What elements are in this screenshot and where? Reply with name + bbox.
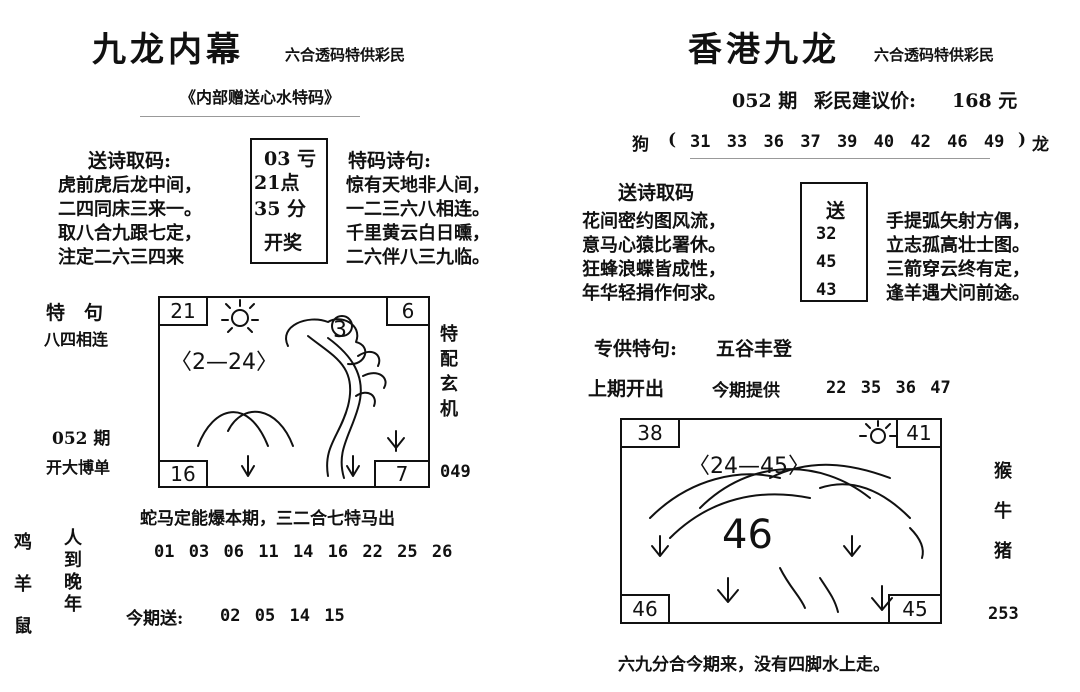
left-drawing-sketch [197, 299, 405, 479]
left-today-label: 今期送: [126, 609, 184, 629]
poem-line: 逢羊遇犬问前途。 [886, 283, 1030, 304]
right-drawing-number: 46 [722, 512, 773, 558]
left-subtitle: 《内部赠送心水特码》 [180, 88, 341, 107]
drawing-corner-number: 16 [158, 460, 208, 488]
poem-line: 手提弧矢射方偶， [886, 211, 1030, 232]
left-today-numbers: 02 05 14 15 [220, 606, 345, 626]
poem-line: 年华轻捐作何求。 [582, 283, 726, 304]
right-send-box [800, 182, 868, 302]
left-drawing-frame [158, 296, 430, 488]
left-title: 九龙内幕 [92, 30, 244, 70]
draw-time-line: 开奖 [264, 232, 303, 254]
left-zodiac-column: 鸡 羊 鼠 [14, 532, 32, 637]
drawing-corner-number: 6 [386, 296, 430, 326]
right-special-text: 五谷丰登 [716, 338, 793, 360]
dog-paren-open: ( [668, 130, 677, 150]
drawing-corner-number: 38 [620, 418, 680, 448]
poem-line: 狂蜂浪蝶皆成性， [582, 259, 726, 280]
dog-paren-close: ) [1018, 130, 1027, 150]
right-price: 168 元 [952, 90, 1018, 112]
left-special-poem: 惊有天地非人间， 一二三六八相连。 千里黄云白日曛， 二六伴八三九临。 [346, 174, 490, 270]
left-saying-column: 人 到 晚 年 [64, 528, 82, 615]
left-special-label: 特 句 [46, 302, 104, 324]
left-special-text: 八四相连 [44, 330, 109, 349]
right-title: 香港九龙 [688, 30, 840, 70]
right-bottom-line: 六九分合今期来，没有四脚水上走。 [618, 655, 890, 675]
poem-line: 虎前虎后龙中间， [58, 175, 202, 196]
poem-line: 三箭穿云终有定， [886, 259, 1030, 280]
right-side-zodiac: 猴 牛 猪 [994, 461, 1012, 562]
send-box-line: 32 [816, 224, 837, 244]
left-send-poem: 虎前虎后龙中间， 二四同床三来一。 取八合九跟七定， 注定二六三四来 [58, 174, 202, 270]
left-drawing-range: 〈2—24〉 [170, 350, 278, 375]
right-issue: 052 期 [732, 90, 798, 112]
draw-time-box [250, 138, 328, 264]
right-divider [690, 158, 990, 159]
right-tagline: 六合透码特供彩民 [874, 46, 995, 64]
right-poem-right: 手提弧矢射方偶， 立志孤高壮士图。 三箭穿云终有定， 逢羊遇犬问前途。 [886, 210, 1030, 306]
dog-number-list: 31 33 36 37 39 40 42 46 49 [690, 132, 1005, 152]
right-poem-left: 花间密约图风流， 意马心猿比署休。 狂蜂浪蝶皆成性， 年华轻捐作何求。 [582, 210, 726, 306]
offer-label: 今期提供 [712, 381, 780, 401]
left-poem-label: 特码诗句: [348, 150, 432, 172]
left-divider [140, 116, 360, 117]
left-tagline: 六合透码特供彩民 [285, 46, 406, 64]
poem-line: 二四同床三来一。 [58, 199, 202, 220]
send-box-line: 43 [816, 280, 837, 300]
left-code: 049 [440, 462, 471, 482]
draw-time-line: 03 亏 [264, 148, 317, 170]
send-box-line: 45 [816, 252, 837, 272]
dog-label: 狗 [632, 135, 649, 155]
poem-line: 取八合九跟七定， [58, 223, 202, 244]
poem-line: 花间密约图风流， [582, 211, 726, 232]
drawing-corner-number: 21 [158, 296, 208, 326]
dragon-label: 龙 [1032, 135, 1049, 155]
left-vertical-hint: 特 配 玄 机 [440, 324, 458, 420]
poem-line: 注定二六三四来 [58, 247, 184, 268]
left-number-list: 01 03 06 11 14 16 22 25 26 [154, 542, 453, 562]
right-price-label: 彩民建议价: [814, 90, 917, 112]
poem-line: 意马心猿比署休。 [582, 235, 726, 256]
poem-line: 立志孤高壮士图。 [886, 235, 1030, 256]
right-special-label: 专供特句: [594, 338, 678, 360]
right-send-poem-label: 送诗取码 [618, 182, 695, 204]
drawing-corner-number: 45 [888, 594, 942, 624]
drawing-corner-number: 46 [620, 594, 670, 624]
poem-line: 二六伴八三九临。 [346, 247, 490, 268]
drawing-corner-number: 7 [374, 460, 430, 488]
right-side-code: 253 [988, 604, 1019, 624]
poem-line: 千里黄云白日曛， [346, 223, 490, 244]
left-issue: 052 期 [52, 429, 111, 449]
right-drawing-sketch [649, 420, 924, 613]
draw-time-line: 21点 [254, 172, 300, 194]
right-drawing-frame [620, 418, 942, 624]
left-verse: 蛇马定能爆本期，三二合七特马出 [140, 509, 395, 529]
draw-time-line: 35 分 [254, 198, 307, 220]
drawing-corner-number: 41 [896, 418, 942, 448]
poem-line: 一二三六八相连。 [346, 199, 490, 220]
poem-line: 惊有天地非人间， [346, 175, 490, 196]
last-draw-label: 上期开出 [588, 378, 665, 400]
left-send-poem-label: 送诗取码: [88, 150, 172, 172]
left-issue-sub: 开大博单 [46, 458, 111, 477]
send-box-line: 送 [826, 200, 846, 222]
offer-number-list: 22 35 36 47 [826, 378, 951, 398]
